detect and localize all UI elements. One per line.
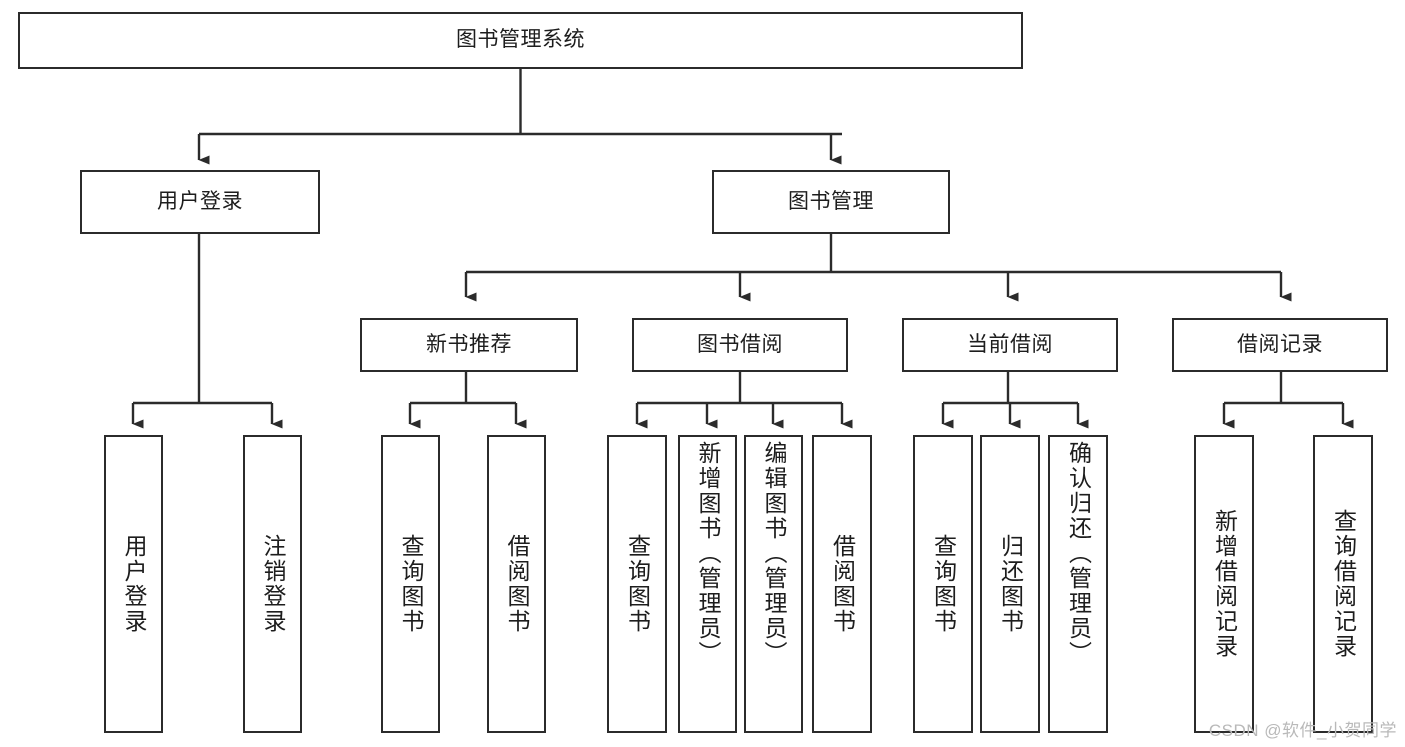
node-leaf-borrow-book-1-label: 借阅图书 [504,534,530,634]
node-leaf-logout[interactable]: 注销登录 [243,435,302,733]
node-user-login[interactable]: 用户登录 [80,170,320,234]
node-leaf-borrow-book-2[interactable]: 借阅图书 [812,435,872,733]
node-leaf-confirm-return[interactable]: 确认归还（管理员） [1048,435,1108,733]
node-leaf-user-login[interactable]: 用户登录 [104,435,163,733]
node-leaf-user-login-label: 用户登录 [121,534,147,634]
node-new-book-rec-label: 新书推荐 [426,332,512,356]
node-borrow-record[interactable]: 借阅记录 [1172,318,1388,372]
node-leaf-return-book[interactable]: 归还图书 [980,435,1040,733]
node-leaf-add-record[interactable]: 新增借阅记录 [1194,435,1254,733]
node-root[interactable]: 图书管理系统 [18,12,1023,69]
node-new-book-rec[interactable]: 新书推荐 [360,318,578,372]
node-borrow-record-label: 借阅记录 [1237,332,1323,356]
node-leaf-add-record-label: 新增借阅记录 [1211,509,1238,659]
node-leaf-confirm-return-label: 确认归还（管理员） [1065,441,1092,666]
node-leaf-edit-book[interactable]: 编辑图书（管理员） [744,435,803,733]
node-current-borrow[interactable]: 当前借阅 [902,318,1118,372]
node-leaf-query-record[interactable]: 查询借阅记录 [1313,435,1373,733]
node-leaf-edit-book-label: 编辑图书（管理员） [761,441,787,666]
watermark: CSDN @软件_小贺同学 [1208,721,1397,740]
node-leaf-query-book-3-label: 查询图书 [930,534,957,634]
node-leaf-return-book-label: 归还图书 [997,534,1024,634]
node-book-manage[interactable]: 图书管理 [712,170,950,234]
node-leaf-borrow-book-2-label: 借阅图书 [829,534,856,634]
node-leaf-query-record-label: 查询借阅记录 [1330,509,1357,659]
node-leaf-query-book-2[interactable]: 查询图书 [607,435,667,733]
node-leaf-query-book-1[interactable]: 查询图书 [381,435,440,733]
node-user-login-label: 用户登录 [157,189,243,213]
node-root-label: 图书管理系统 [456,28,585,52]
node-leaf-borrow-book-1[interactable]: 借阅图书 [487,435,546,733]
node-book-borrow[interactable]: 图书借阅 [632,318,848,372]
node-leaf-add-book-label: 新增图书（管理员） [695,441,721,666]
node-leaf-query-book-3[interactable]: 查询图书 [913,435,973,733]
node-leaf-add-book[interactable]: 新增图书（管理员） [678,435,737,733]
node-leaf-query-book-2-label: 查询图书 [624,534,651,634]
node-current-borrow-label: 当前借阅 [967,332,1053,356]
node-leaf-logout-label: 注销登录 [260,534,286,634]
node-book-manage-label: 图书管理 [788,189,874,213]
node-book-borrow-label: 图书借阅 [697,332,783,356]
node-leaf-query-book-1-label: 查询图书 [398,534,424,634]
